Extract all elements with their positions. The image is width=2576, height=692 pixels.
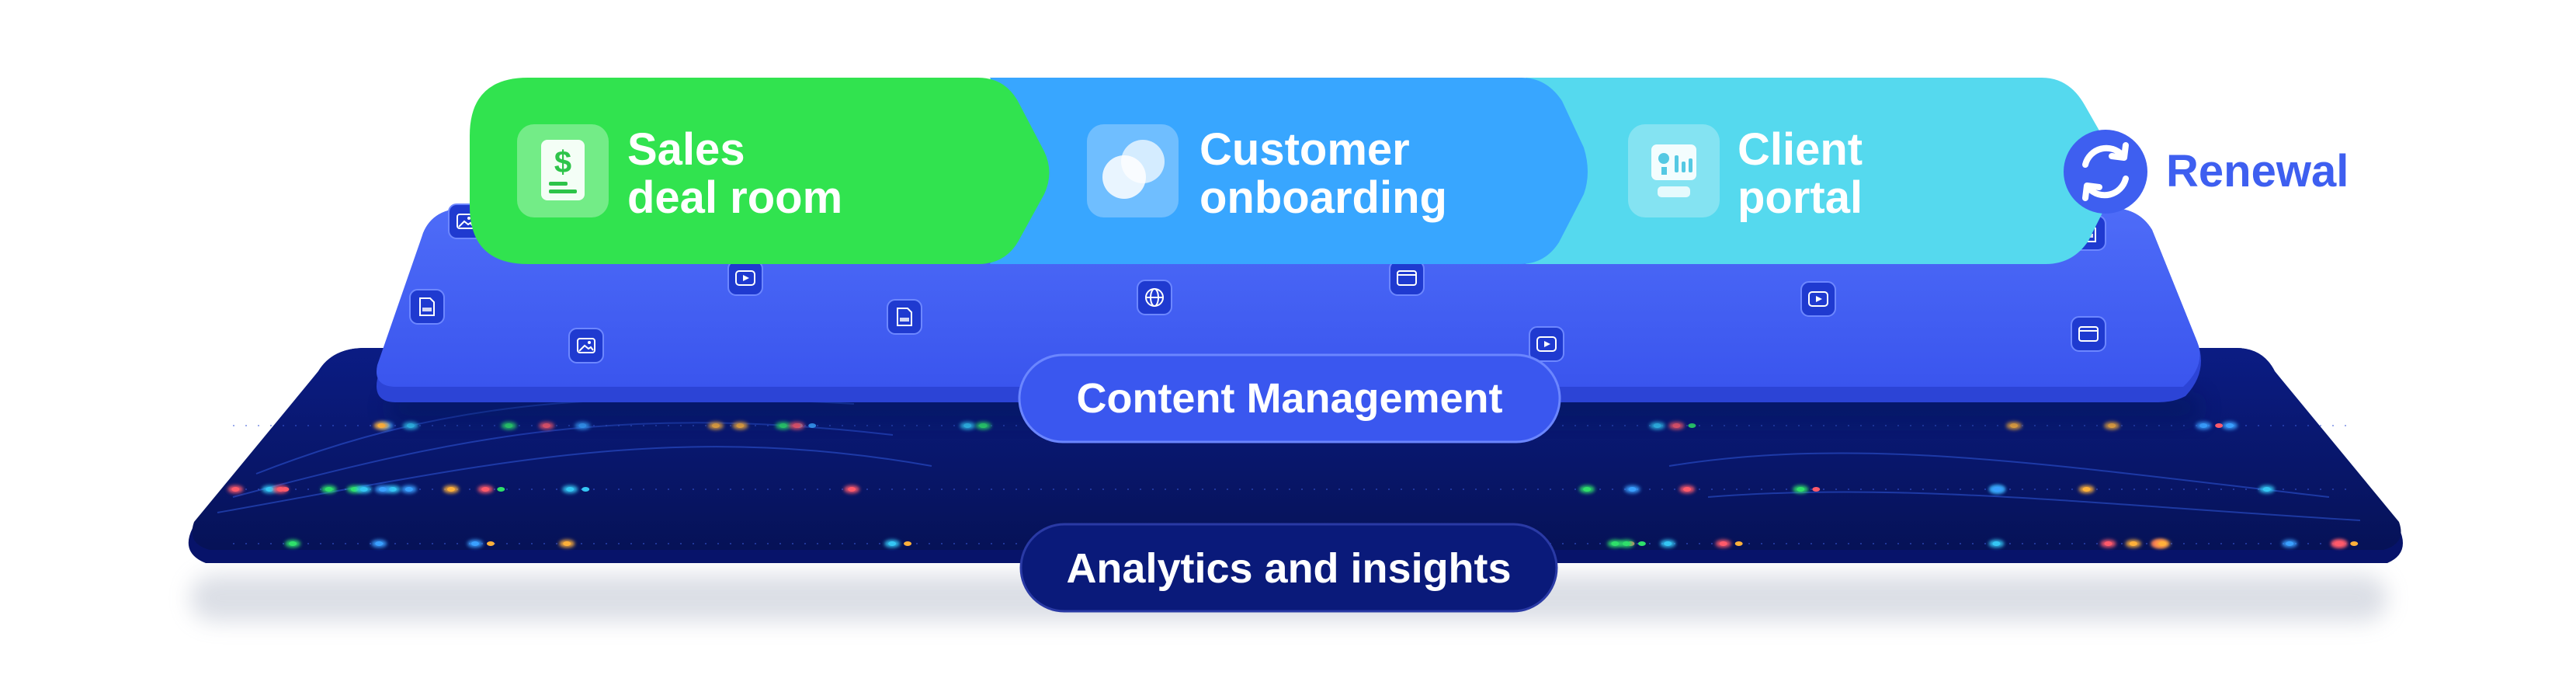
content-management-pill[interactable]: Content Management (1018, 353, 1561, 443)
data-dot (467, 540, 495, 548)
data-dot (2078, 485, 2095, 493)
data-dot (371, 540, 387, 548)
customer-onboarding-title-1: Customer (1199, 124, 1410, 175)
data-dot (373, 422, 390, 429)
data-dot (2154, 540, 2171, 548)
data-dot (1660, 540, 1676, 548)
data-dot (2100, 540, 2116, 548)
data-dot (1618, 540, 1646, 548)
data-dot (285, 540, 301, 548)
data-dot (477, 485, 505, 493)
data-dot (1624, 485, 1640, 493)
data-dot (443, 485, 459, 493)
video-icon (727, 260, 763, 296)
customer-onboarding-title-2: onboarding (1199, 172, 1447, 223)
analytics-label: Analytics and insights (1066, 545, 1511, 592)
flow-line (1668, 452, 2330, 498)
client-portal-title-1: Client (1738, 124, 1863, 175)
data-dot (559, 540, 575, 548)
data-dot (1988, 540, 2005, 548)
data-dot (402, 422, 418, 429)
dashboard-card-icon (1651, 144, 1696, 197)
data-dot (2258, 485, 2275, 493)
analytics-pill-border (1019, 523, 1558, 613)
renewal-label: Renewal (2166, 146, 2349, 196)
analytics-pill-bg (1021, 524, 1557, 611)
data-dot (1793, 485, 1821, 493)
content-pill-border (1018, 353, 1561, 443)
data-dot (975, 422, 991, 429)
stage-client-portal[interactable]: Client portal (1526, 78, 2122, 264)
data-dot (1579, 485, 1595, 493)
renewal-badge (2064, 130, 2147, 214)
data-dot (884, 540, 912, 548)
stage-sales-deal-room[interactable]: $ Sales deal room (470, 78, 1050, 264)
refresh-icon (2082, 142, 2129, 201)
overlapping-circles-icon (1102, 140, 1165, 199)
data-dot (562, 485, 590, 493)
browser-window-icon (2071, 316, 2106, 352)
data-dot (321, 485, 337, 493)
data-dot (1668, 422, 1696, 429)
client-portal-title-2: portal (1738, 172, 1863, 223)
data-dot (273, 485, 289, 493)
data-dot (2331, 540, 2348, 548)
image-icon (568, 328, 604, 363)
client-portal-arrow (1526, 78, 2122, 264)
data-dot (2221, 422, 2238, 429)
content-management-label: Content Management (1076, 375, 1502, 422)
data-dot (789, 422, 817, 429)
stage-renewal[interactable]: Renewal (2064, 130, 2349, 214)
data-dot (1989, 485, 2005, 493)
analytics-pill[interactable]: Analytics and insights (1019, 523, 1558, 613)
data-dot (575, 422, 591, 429)
content-pill-bg (1019, 355, 1560, 442)
dollar-document-icon: $ (541, 140, 585, 200)
sales-deal-room-title-1: Sales (627, 124, 745, 175)
data-dot (732, 422, 748, 429)
sales-deal-room-title-2: deal room (627, 172, 842, 223)
data-dot (2104, 422, 2120, 429)
data-dot (2125, 540, 2141, 548)
data-dot (1715, 540, 1743, 548)
globe-icon (1137, 280, 1172, 315)
data-dot (227, 485, 244, 493)
stage-customer-onboarding[interactable]: Customer onboarding (990, 78, 1588, 264)
pdf-icon (409, 289, 445, 325)
video-icon (1529, 326, 1564, 362)
data-dot (401, 485, 417, 493)
data-dot (2196, 422, 2224, 429)
video-icon (1800, 281, 1836, 317)
data-dot (501, 422, 517, 429)
data-dot (356, 485, 372, 493)
data-dot (2282, 540, 2298, 548)
data-dot (707, 422, 724, 429)
pdf-icon (887, 299, 922, 335)
svg-text:$: $ (554, 145, 571, 179)
data-dot (374, 485, 391, 493)
data-dot (1649, 422, 1665, 429)
customer-onboarding-arrow (990, 78, 1588, 264)
journey-stages: Client portal Customer onboarding $ (470, 78, 2349, 264)
sales-deal-room-arrow (470, 78, 1050, 264)
data-dot (538, 422, 554, 429)
data-dot (1679, 485, 1696, 493)
data-dot (844, 485, 860, 493)
flow-line (1707, 491, 2361, 521)
data-dot (2006, 422, 2022, 429)
browser-window-icon (1389, 260, 1425, 296)
